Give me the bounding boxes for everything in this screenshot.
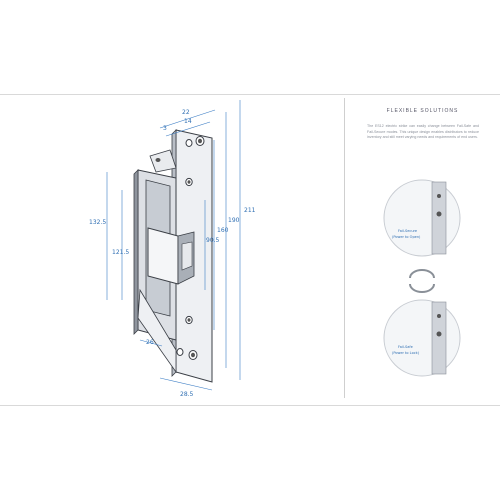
fail-safe-circle: Fail-Safe (Power to Lock) <box>383 299 461 377</box>
dim-bottom-depth: 26 <box>146 339 154 346</box>
dim-left-inner: 121.5 <box>112 249 129 256</box>
lip <box>137 288 177 374</box>
dim-height-190: 190 <box>228 217 240 224</box>
fail-safe-sublabel: (Power to Lock) <box>392 351 420 355</box>
panel-divider <box>344 98 345 398</box>
fail-secure-label: Fail-Secure <box>398 229 417 233</box>
dim-height-160: 160 <box>217 227 229 234</box>
panel-title: FLEXIBLE SOLUTIONS <box>386 108 459 114</box>
dim-top-inner: 14 <box>184 118 192 125</box>
keeper <box>147 227 195 285</box>
fail-secure-circle: Fail-Secure (Power to Open) <box>383 179 461 257</box>
dim-bottom-width: 28.5 <box>180 391 194 398</box>
dim-total-height: 211 <box>244 207 256 214</box>
dimension-lines <box>106 100 241 391</box>
dim-height-90-5: 90.5 <box>206 237 220 244</box>
dim-left-height: 132.5 <box>89 219 106 226</box>
switch-arrows-icon <box>409 269 435 293</box>
fail-secure-sublabel: (Power to Open) <box>392 235 421 239</box>
mounting-holes <box>176 136 205 360</box>
panel-description: The ES12 electric strike can easily chan… <box>367 124 479 140</box>
dim-top-small: 3 <box>163 125 167 132</box>
fail-safe-label: Fail-Safe <box>398 345 413 349</box>
dim-top-width: 22 <box>182 109 190 116</box>
